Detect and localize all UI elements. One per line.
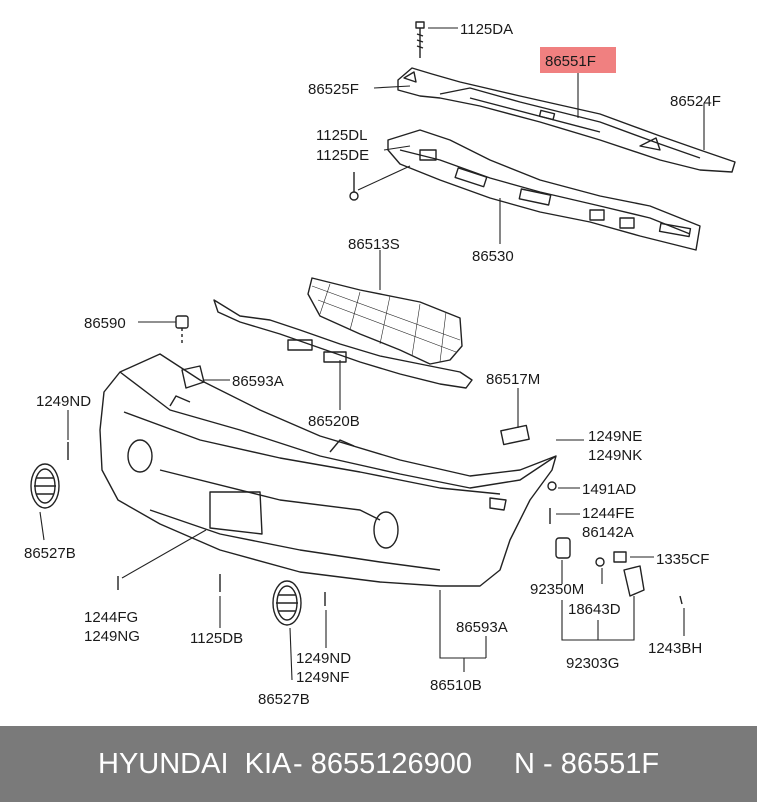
- bulb-18643D: [595, 557, 605, 567]
- fog-cover-86527B-left: [30, 463, 60, 509]
- callout-86524F: 86524F: [670, 93, 721, 110]
- callout-18643D: 18643D: [568, 601, 621, 618]
- reinforcement-86520B: [213, 299, 473, 389]
- callout-1335CF: 1335CF: [656, 551, 709, 568]
- part-number-label: - 8655126900: [293, 748, 472, 780]
- callout-86142A: 86142A: [582, 524, 634, 541]
- callout-86593A-bottom: 86593A: [456, 619, 508, 636]
- screw-1243BH: [679, 595, 683, 605]
- callout-86593A-top: 86593A: [232, 373, 284, 390]
- callout-86510B: 86510B: [430, 677, 482, 694]
- callout-1249NF: 1249NF: [296, 669, 349, 686]
- callout-86551F: 86551F: [545, 53, 596, 70]
- callout-86527B-bottom: 86527B: [258, 691, 310, 708]
- callout-1249NK: 1249NK: [588, 447, 642, 464]
- fog-cover-86527B-bottom: [272, 580, 302, 626]
- nut-1491AD: [547, 481, 557, 491]
- callout-labels: 1125DA 86551F 86525F 86524F 1125DL 1125D…: [24, 21, 721, 708]
- bumper-exploded-diagram: 1125DA 86551F 86525F 86524F 1125DL 1125D…: [24, 21, 736, 708]
- callout-86517M: 86517M: [486, 371, 540, 388]
- brand-label: HYUNDAI KIA: [98, 748, 292, 780]
- callout-92350M: 92350M: [530, 581, 584, 598]
- callout-1125DE: 1125DE: [316, 147, 369, 164]
- absorber-86530: [387, 129, 701, 251]
- callout-1125DL: 1125DL: [316, 127, 367, 144]
- bolt-1125DA: [415, 21, 425, 58]
- part-number-footer: HYUNDAI KIA - 8655126900 N - 86551F: [0, 726, 757, 802]
- clip-86590: [175, 315, 189, 346]
- callout-86527B-left: 86527B: [24, 545, 76, 562]
- callout-86530: 86530: [472, 248, 514, 265]
- callout-1125DA: 1125DA: [460, 21, 513, 38]
- highlight-box: [540, 47, 616, 73]
- leader-lines: [39, 27, 705, 681]
- upper-bracket-part: [397, 67, 736, 173]
- callout-1244FE: 1244FE: [582, 505, 635, 522]
- clip-1335CF: [613, 551, 627, 563]
- bracket-86517M: [500, 424, 530, 446]
- lamp-92350M: [555, 537, 571, 559]
- callout-1249ND-bottom: 1249ND: [296, 650, 351, 667]
- callout-1244FG: 1244FG: [84, 609, 138, 626]
- callout-1125DB: 1125DB: [190, 630, 243, 647]
- callout-86525F: 86525F: [308, 81, 359, 98]
- callout-1491AD: 1491AD: [582, 481, 636, 498]
- lamp-92303G: [623, 565, 645, 597]
- screw-1125DL: [349, 172, 359, 201]
- bumper-cover-86510B: [99, 353, 557, 587]
- callout-1249NE: 1249NE: [588, 428, 642, 445]
- callout-1249ND-left: 1249ND: [36, 393, 91, 410]
- grille-86513S: [307, 277, 463, 365]
- bracket-86593A: [181, 365, 205, 389]
- callout-86520B: 86520B: [308, 413, 360, 430]
- reference-label: N - 86551F: [514, 748, 660, 780]
- callout-86590: 86590: [84, 315, 126, 332]
- callout-1243BH: 1243BH: [648, 640, 702, 657]
- callout-86513S: 86513S: [348, 236, 400, 253]
- callout-92303G: 92303G: [566, 655, 619, 672]
- callout-1249NG: 1249NG: [84, 628, 140, 645]
